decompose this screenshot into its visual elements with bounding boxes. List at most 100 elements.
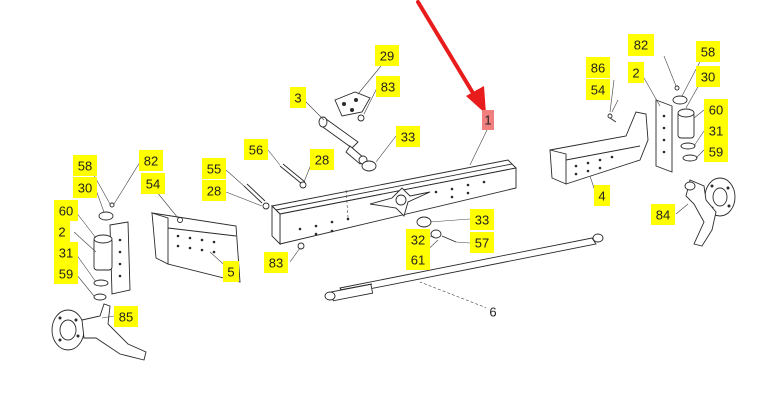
callout-28-box (202, 180, 226, 201)
callout-58[interactable]: 58 (73, 155, 97, 176)
washer-33-lower (416, 216, 432, 228)
callout-60-text: 60 (59, 204, 73, 219)
callout-60[interactable]: 60 (704, 99, 728, 120)
tie-rod (324, 233, 604, 302)
callout-32-text: 32 (411, 233, 425, 248)
callout-4-box (594, 185, 610, 206)
callout-86[interactable]: 86 (586, 57, 610, 78)
left-bushing-stack (93, 202, 115, 301)
callout-59-box (704, 141, 728, 162)
callout-58-text: 58 (78, 159, 92, 174)
callout-59-box (54, 263, 78, 284)
callout-54-box (141, 173, 165, 194)
callout-5[interactable]: 5 (223, 261, 239, 282)
callout-30-box (73, 177, 97, 198)
callout-54-box (586, 79, 610, 100)
callout-58-box (73, 155, 97, 176)
callout-4[interactable]: 4 (594, 185, 610, 206)
callout-5-box (223, 261, 239, 282)
callout-28-text: 28 (315, 153, 329, 168)
callout-55-text: 55 (207, 162, 221, 177)
callout-85-box (114, 306, 138, 327)
bolt-56 (279, 163, 307, 189)
callout-33-text: 33 (401, 130, 415, 145)
callout-1[interactable]: 1 (482, 110, 494, 130)
callout-82[interactable]: 82 (628, 34, 654, 56)
callout-60-box (54, 200, 78, 221)
callout-57[interactable]: 57 (470, 232, 494, 253)
callout-29-text: 29 (380, 49, 394, 64)
callout-60[interactable]: 60 (54, 200, 78, 221)
callout-61-box (406, 249, 430, 270)
callout-2-box (628, 62, 644, 83)
callout-82-text: 82 (144, 154, 158, 169)
callout-83[interactable]: 83 (376, 76, 400, 97)
callout-58-text: 58 (701, 45, 715, 60)
callout-32-box (406, 229, 430, 250)
callout-3-box (290, 87, 306, 108)
callout-2-text: 2 (58, 225, 65, 240)
callout-4-text: 4 (598, 189, 605, 204)
callout-82-box (628, 34, 654, 56)
callout-61-text: 61 (411, 253, 425, 268)
callout-30-box (696, 66, 720, 87)
callout-31-text: 31 (709, 124, 723, 139)
main-axle-beam (271, 159, 517, 246)
callout-55-box (202, 158, 226, 179)
pin-57 (441, 235, 457, 243)
callout-28[interactable]: 28 (310, 149, 334, 170)
callout-59[interactable]: 59 (54, 263, 78, 284)
callout-31[interactable]: 31 (54, 242, 78, 263)
callout-3[interactable]: 3 (290, 87, 306, 108)
callout-28-box (310, 149, 334, 170)
callout-3-text: 3 (294, 91, 301, 106)
callout-28[interactable]: 28 (202, 180, 226, 201)
callout-83-text: 83 (269, 256, 283, 271)
callout-30[interactable]: 30 (73, 177, 97, 198)
pivot-plate (334, 91, 371, 117)
callout-85[interactable]: 85 (114, 306, 138, 327)
callout-84[interactable]: 84 (651, 204, 675, 225)
callout-57-box (470, 232, 494, 253)
callout-58[interactable]: 58 (696, 41, 720, 62)
right-bushing-stack (672, 85, 698, 162)
callout-54[interactable]: 54 (586, 79, 610, 100)
callout-83-box (376, 76, 400, 97)
callout-2[interactable]: 2 (54, 221, 70, 242)
callout-82[interactable]: 82 (139, 150, 163, 171)
left-stub-housing (109, 221, 131, 295)
callout-61[interactable]: 61 (406, 249, 430, 270)
callout-2-text: 2 (632, 66, 639, 81)
callout-6-text: 6 (489, 305, 496, 320)
callout-33-box (470, 209, 494, 230)
callout-82-text: 82 (634, 38, 648, 53)
callout-30-text: 30 (701, 70, 715, 85)
callout-2-box (54, 221, 70, 242)
callout-56-text: 56 (249, 143, 263, 158)
callout-5-text: 5 (227, 265, 234, 280)
left-hub (51, 303, 147, 361)
callout-2[interactable]: 2 (628, 62, 644, 83)
right-hub (684, 177, 736, 247)
callout-83[interactable]: 83 (264, 252, 288, 273)
callout-33[interactable]: 33 (396, 126, 420, 147)
callout-84-box (651, 204, 675, 225)
washer-32 (430, 229, 442, 239)
callout-6[interactable]: 6 (486, 302, 500, 322)
callout-30[interactable]: 30 (696, 66, 720, 87)
callout-31-box (704, 120, 728, 141)
callout-54[interactable]: 54 (141, 173, 165, 194)
king-pin (318, 116, 368, 165)
callout-33[interactable]: 33 (470, 209, 494, 230)
callout-56[interactable]: 56 (244, 139, 268, 160)
callout-59[interactable]: 59 (704, 141, 728, 162)
callout-31[interactable]: 31 (704, 120, 728, 141)
callout-29[interactable]: 29 (375, 45, 399, 66)
callout-54-text: 54 (591, 83, 605, 98)
callout-55[interactable]: 55 (202, 158, 226, 179)
right-stub-housing (655, 99, 673, 173)
callout-59-text: 59 (709, 145, 723, 160)
callout-32[interactable]: 32 (406, 229, 430, 250)
callout-86-box (586, 57, 610, 78)
callout-86-text: 86 (591, 61, 605, 76)
